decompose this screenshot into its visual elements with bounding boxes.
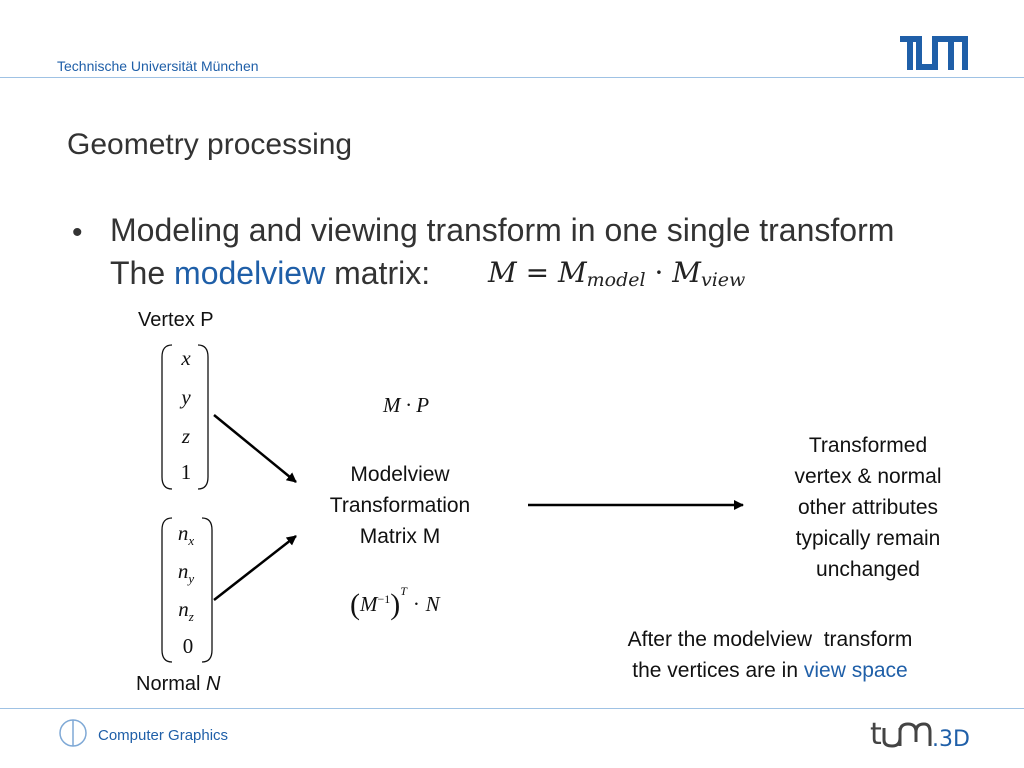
eq-dot: · (654, 256, 664, 289)
course-icon (59, 719, 87, 747)
footer-rule (0, 708, 1024, 709)
center-line-2: Transformation (329, 494, 471, 517)
result-description: Transformed vertex & normal other attrib… (758, 430, 978, 585)
ny-sub: y (188, 571, 195, 587)
modelview-equation: M = Mmodel · Mview (488, 256, 746, 291)
result-line-1: Transformed (808, 434, 928, 457)
normal-entry-nx: nx (166, 521, 206, 549)
result-line-4: typically remain (795, 527, 941, 550)
view-space-highlight: view space (803, 659, 908, 682)
eq-sub-view: view (700, 269, 746, 291)
normal-entry-nz: nz (166, 597, 206, 625)
normal-label-text: Normal (136, 673, 201, 695)
paren-close: ) (390, 588, 401, 621)
normal-formula-m: M (360, 592, 378, 616)
vertex-entry-x: x (181, 346, 191, 370)
tum-logo (900, 36, 968, 70)
normal-matrix-brackets (161, 517, 213, 663)
ny-base: n (177, 559, 189, 583)
nz-base: n (178, 597, 189, 621)
eq-m-model: M (557, 256, 587, 289)
svg-text:.3D: .3D (932, 727, 970, 752)
bullet-line-2: The modelview matrix: (110, 255, 430, 292)
eq-sub-model: model (586, 269, 646, 291)
vertex-entry-w: 1 (180, 460, 192, 484)
modelview-matrix-label: Modelview Transformation Matrix M (300, 459, 500, 552)
nx-base: n (177, 521, 189, 545)
normal-entry-w: 0 (182, 634, 194, 658)
tum3d-logo: t .3D (870, 717, 970, 752)
eq-equals: = (525, 256, 550, 289)
note-line2-prefix: the vertices are in (632, 659, 798, 682)
eq-lhs: M (488, 256, 517, 289)
vertex-arrow (213, 414, 297, 483)
view-space-note: After the modelview transform the vertic… (580, 624, 960, 686)
modelview-highlight: modelview (174, 255, 326, 291)
bullet-marker: • (72, 216, 83, 249)
line2-suffix: matrix: (334, 255, 431, 291)
vertex-entry-z: z (181, 424, 191, 448)
note-line-1: After the modelview transform (627, 628, 913, 651)
bullet-line-1: Modeling and viewing transform in one si… (110, 212, 895, 248)
eq-m-view: M (672, 256, 701, 289)
svg-text:t: t (870, 717, 882, 752)
vertex-matrix-brackets (161, 344, 209, 490)
nz-sub: z (188, 609, 194, 625)
normal-label-symbol: N (206, 673, 221, 695)
normal-formula: (M−1)T · N (350, 584, 440, 621)
paren-open: ( (350, 588, 360, 621)
nx-sub: x (188, 533, 195, 549)
normal-formula-inv: −1 (377, 592, 391, 606)
normal-formula-t: T (400, 584, 407, 598)
slide-title: Geometry processing (67, 128, 353, 161)
note-line-2: the vertices are in view space (580, 655, 960, 686)
result-line-2: vertex & normal (794, 465, 942, 488)
line2-prefix: The (110, 255, 166, 291)
header-rule (0, 77, 1024, 78)
normal-arrow (213, 535, 297, 601)
center-line-1: Modelview (350, 463, 450, 486)
center-line-3: Matrix M (359, 525, 441, 548)
vertex-label: Vertex P (138, 309, 214, 331)
vertex-entry-y: y (181, 385, 191, 409)
normal-formula-n: N (425, 592, 440, 616)
normal-entry-ny: ny (166, 559, 206, 587)
university-name: Technische Universität München (57, 58, 259, 74)
result-line-3: other attributes (797, 496, 939, 519)
course-name: Computer Graphics (98, 727, 229, 744)
result-line-5: unchanged (816, 558, 920, 581)
vertex-formula: M · P (383, 393, 430, 417)
normal-formula-dot: · (412, 592, 420, 616)
normal-label: Normal N (136, 673, 220, 696)
